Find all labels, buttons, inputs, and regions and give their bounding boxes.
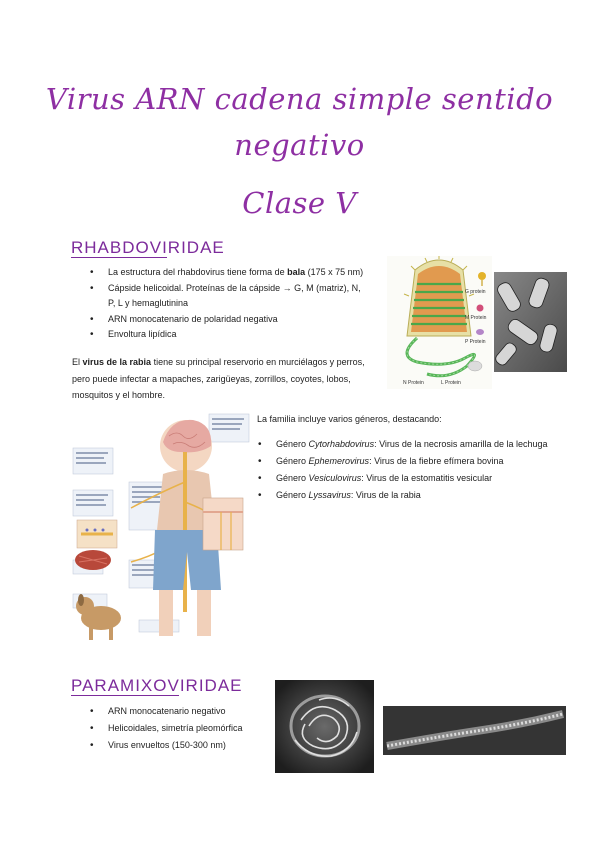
section-underline [71, 695, 179, 696]
list-item-continuation: P, L y hemaglutinina [108, 298, 189, 308]
rhabdovirus-structure-diagram: G protein M Protein P Protein N Protein … [387, 256, 492, 389]
section-heading-paramixoviridae: Paramixoviridae [71, 676, 243, 695]
list-item: Helicoidales, simetría pleomórfica [88, 720, 278, 737]
label-l-protein: L Protein [441, 380, 461, 386]
section-heading-rhabdoviridae: Rhabdoviridae [71, 238, 225, 257]
list-item: Género Lyssavirus: Virus de la rabia [256, 487, 566, 504]
family-intro: La familia incluye varios géneros, desta… [257, 414, 442, 424]
page-subtitle: Clase V [242, 186, 357, 220]
list-item: ARN monocatenario negativo [88, 703, 278, 720]
list-item: Género Ephemerovirus: Virus de la fiebre… [256, 453, 566, 470]
page-title-line2: negativo [234, 128, 365, 162]
list-item: Cápside helicoidal. Proteínas de la cáps… [88, 281, 388, 297]
rhabdo-bullet-list: La estructura del rhabdovirus tiene form… [88, 265, 388, 343]
genera-list: Género Cytorhabdovirus: Virus de la necr… [256, 436, 566, 504]
label-g-protein: G protein [465, 289, 486, 295]
rhabdovirus-em-photo [494, 272, 567, 372]
list-item: La estructura del rhabdovirus tiene form… [88, 265, 388, 281]
label-n-protein: N Protein [403, 380, 424, 386]
paramyxovirus-nucleocapsid-photo [383, 706, 566, 755]
list-item: Género Vesiculovirus: Virus de la estoma… [256, 470, 566, 487]
page-title-line1: Virus ARN cadena simple sentido [45, 82, 554, 116]
paramyxo-bullet-list: ARN monocatenario negativo Helicoidales,… [88, 703, 278, 754]
rabies-pathogenesis-illustration [71, 412, 253, 642]
paramyxovirus-em-photo [275, 680, 374, 773]
label-p-protein: P Protein [465, 339, 486, 345]
list-item: Virus envueltos (150-300 nm) [88, 737, 278, 754]
list-item: Envoltura lipídica [88, 327, 388, 343]
list-item: Género Cytorhabdovirus: Virus de la necr… [256, 436, 566, 453]
list-item: ARN monocatenario de polaridad negativa [88, 312, 388, 328]
section-underline [71, 257, 167, 258]
label-m-protein: M Protein [465, 315, 487, 321]
rabies-paragraph: El virus de la rabia tiene su principal … [72, 357, 365, 400]
